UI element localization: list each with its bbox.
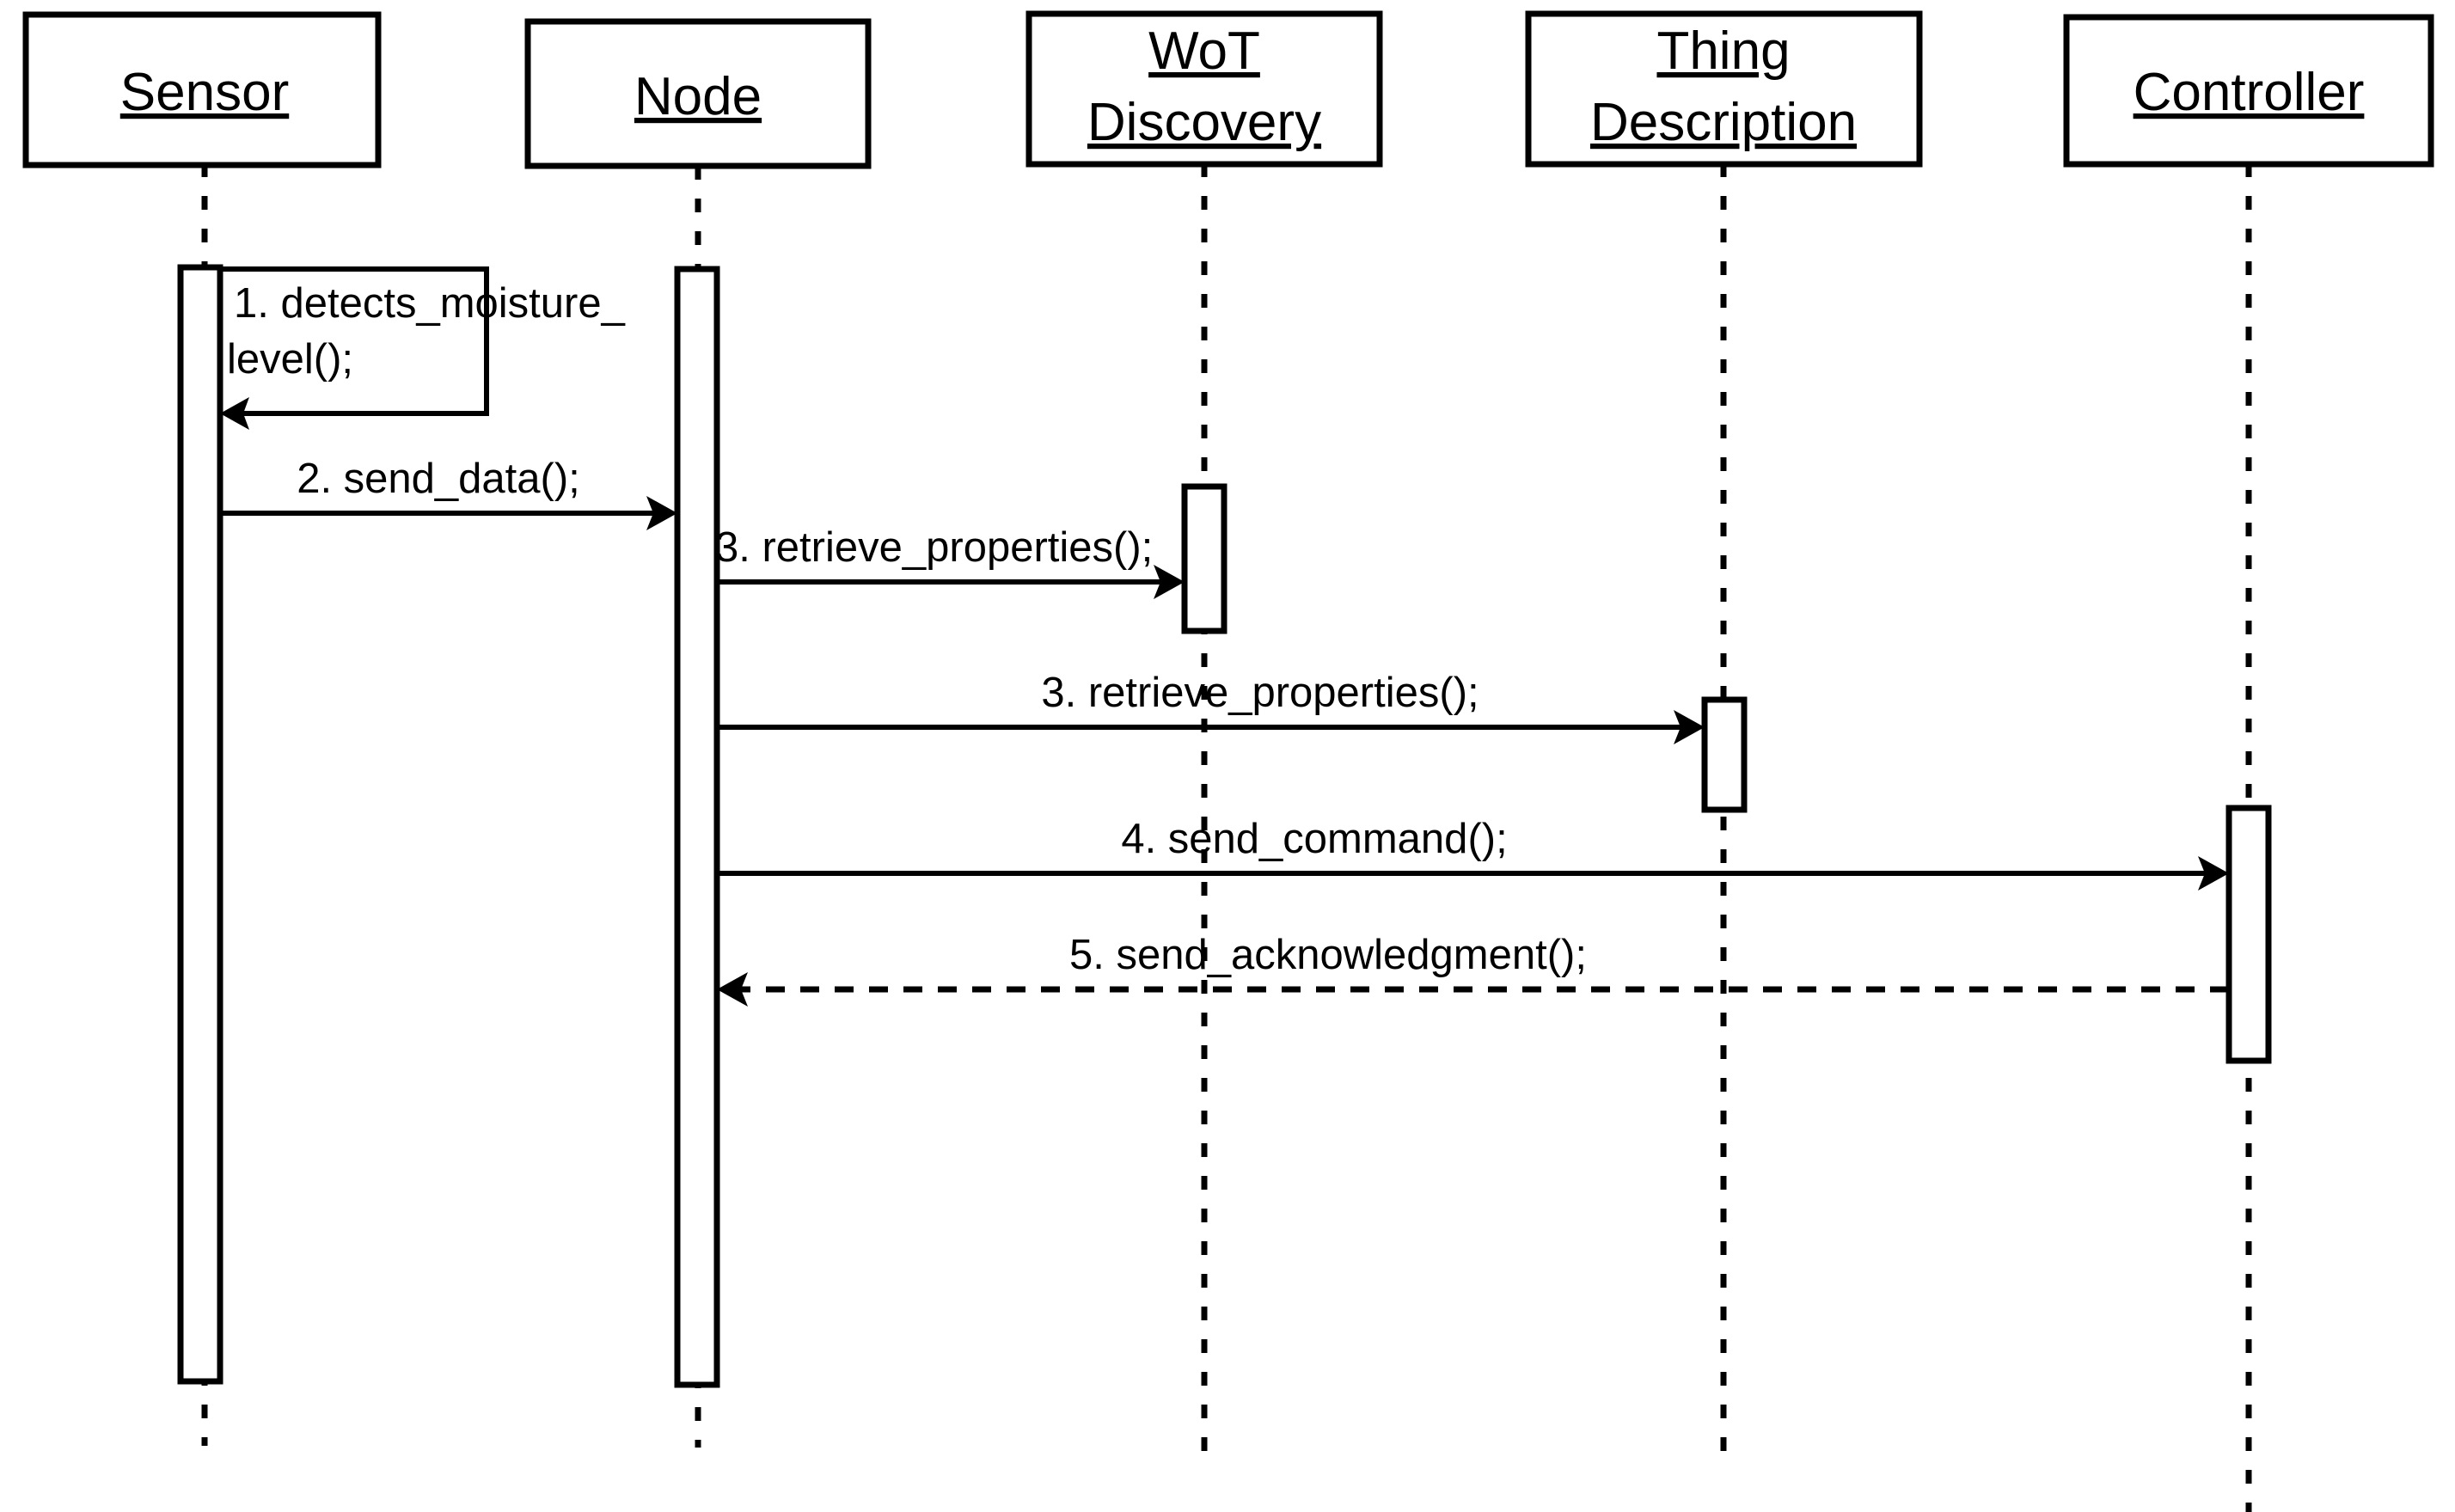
message-4-send-command[interactable]: 4. send_command(); xyxy=(717,816,2229,891)
participant-label-wot-discovery-line1: WoT xyxy=(1148,21,1260,81)
message-3a-label: 3. retrieve_properties(); xyxy=(715,524,1153,571)
participant-label-sensor: Sensor xyxy=(120,63,289,122)
activation-bar-thing-description[interactable] xyxy=(1701,696,1748,813)
message-1-label-line2: level(); xyxy=(227,336,353,383)
message-4-label: 4. send_command(); xyxy=(1121,816,1507,862)
message-1-path xyxy=(220,266,489,416)
participant-label-thing-description-line1: Thing xyxy=(1656,21,1790,81)
message-5-label: 5. send_acknowledgment(); xyxy=(1069,932,1587,978)
message-5-send-acknowledgment[interactable]: 5. send_acknowledgment(); xyxy=(717,932,2229,1007)
message-5-arrowhead xyxy=(717,972,748,1007)
participant-label-node: Node xyxy=(634,67,762,126)
activation-bar-node[interactable] xyxy=(674,266,720,1388)
message-3b-arrowhead xyxy=(1674,710,1705,744)
message-1-arrowhead xyxy=(220,397,249,430)
activation-bar-wot-discovery[interactable] xyxy=(1181,483,1228,634)
message-1-label-line1: 1. detects_moisture_ xyxy=(234,280,626,327)
participant-box-thing-description[interactable] xyxy=(1525,10,1923,168)
participant-label-thing-description-line2: Description xyxy=(1590,93,1857,152)
message-2-label: 2. send_data(); xyxy=(297,456,580,502)
message-3a-retrieve-properties-wot[interactable]: 3. retrieve_properties(); xyxy=(715,524,1185,599)
activation-bar-controller[interactable] xyxy=(2225,805,2272,1064)
message-2-arrowhead xyxy=(646,496,677,530)
message-4-arrowhead xyxy=(2198,856,2229,891)
message-1-self-call[interactable]: 1. detects_moisture_ level(); xyxy=(220,266,626,430)
participant-label-controller: Controller xyxy=(2134,63,2365,122)
message-2-send-data[interactable]: 2. send_data(); xyxy=(220,456,677,530)
participant-box-node[interactable] xyxy=(524,18,872,169)
participant-box-controller[interactable] xyxy=(2063,14,2434,168)
message-3b-retrieve-properties-td[interactable]: 3. retrieve_properties(); xyxy=(717,670,1705,744)
participant-box-wot-discovery[interactable] xyxy=(1025,10,1383,168)
participant-label-wot-discovery-line2: Discovery xyxy=(1087,93,1321,152)
message-3b-label: 3. retrieve_properties(); xyxy=(1041,670,1479,716)
activation-bar-sensor[interactable] xyxy=(177,264,223,1385)
message-3a-arrowhead xyxy=(1154,565,1185,599)
participant-box-sensor[interactable] xyxy=(22,11,382,168)
